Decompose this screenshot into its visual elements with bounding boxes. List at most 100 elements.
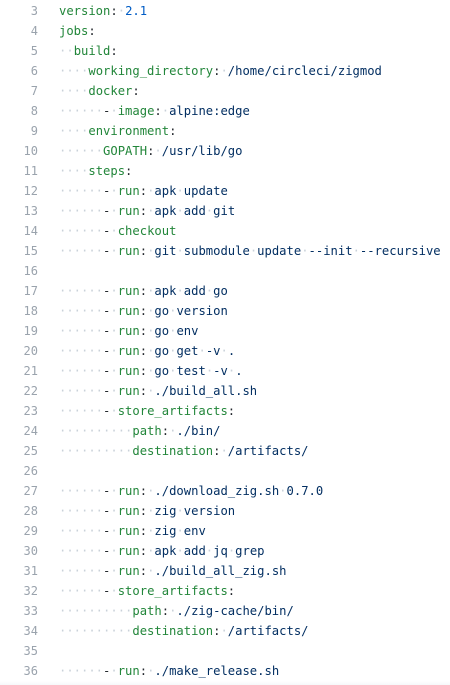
list-dash: - <box>103 344 111 358</box>
value-token: 2.1 <box>125 4 148 18</box>
indent-marker: ······ <box>59 404 104 418</box>
value-token: . <box>227 344 236 358</box>
yaml-key: run <box>117 244 140 258</box>
yaml-key: build <box>73 44 111 58</box>
yaml-key: store_artifacts <box>117 584 228 598</box>
code-line: 20······-·run:·go·get·-v·. <box>0 341 450 361</box>
line-number: 16 <box>23 264 38 278</box>
line-content: ··build: <box>59 41 118 61</box>
space-marker: · <box>176 544 184 558</box>
code-line: 29······-·run:·zig·env <box>0 521 450 541</box>
space-marker: · <box>147 564 155 578</box>
line-number: 4 <box>30 24 38 38</box>
yaml-key: run <box>117 364 140 378</box>
indent-marker: ······ <box>59 364 104 378</box>
space-marker: · <box>110 204 118 218</box>
yaml-key: run <box>117 664 140 678</box>
space-marker: · <box>169 424 177 438</box>
colon: : <box>139 384 148 398</box>
code-line: 9····environment: <box>0 121 450 141</box>
line-content: ····docker: <box>59 81 140 101</box>
yaml-value: go·get·-v·. <box>154 344 235 358</box>
line-content: ······-·run:·./build_all.sh <box>59 381 257 401</box>
list-dash: - <box>103 524 111 538</box>
line-content: ······-·run:·apk·add·go <box>59 281 228 301</box>
space-marker: · <box>147 344 155 358</box>
indent-marker: ······ <box>59 104 104 118</box>
space-marker: · <box>117 4 126 18</box>
space-marker: · <box>169 324 177 338</box>
line-content: ······-·run:·go·test·-v·. <box>59 361 243 381</box>
value-token: /artifacts/ <box>227 624 309 638</box>
line-content: ····environment: <box>59 121 176 141</box>
line-content: ····steps: <box>59 161 132 181</box>
value-token: go <box>154 324 170 338</box>
line-number: 13 <box>23 204 38 218</box>
line-number: 31 <box>23 564 38 578</box>
yaml-key: store_artifacts <box>117 404 228 418</box>
colon: : <box>154 104 162 118</box>
space-marker: · <box>110 584 118 598</box>
space-marker: · <box>154 144 162 158</box>
yaml-key: run <box>117 184 140 198</box>
line-content: ······-·store_artifacts: <box>59 581 235 601</box>
space-marker: · <box>169 304 177 318</box>
code-line: 30······-·run:·apk·add·jq·grep <box>0 541 450 561</box>
line-content: ······-·run:·./download_zig.sh·0.7.0 <box>59 481 323 501</box>
indent-marker: ······ <box>59 344 104 358</box>
space-marker: · <box>220 444 228 458</box>
value-token: git <box>213 204 236 218</box>
colon: : <box>88 24 96 38</box>
indent-marker: ······ <box>59 144 104 158</box>
code-line: 15······-·run:·git·submodule·update·--in… <box>0 241 450 261</box>
colon: : <box>132 84 140 98</box>
space-marker: · <box>147 304 155 318</box>
colon: : <box>227 404 236 418</box>
list-dash: - <box>103 564 111 578</box>
code-line: 32······-·store_artifacts: <box>0 581 450 601</box>
yaml-key: working_directory <box>88 64 214 78</box>
list-dash: - <box>103 484 111 498</box>
yaml-key: run <box>117 564 140 578</box>
yaml-value: apk·add·go <box>154 284 227 298</box>
yaml-key: GOPATH <box>103 144 148 158</box>
list-dash: - <box>103 224 111 238</box>
space-marker: · <box>147 364 155 378</box>
yaml-value: go·env <box>154 324 198 338</box>
value-token: env <box>176 324 199 338</box>
colon: : <box>169 124 177 138</box>
line-number: 12 <box>23 184 38 198</box>
indent-marker: ······ <box>59 564 104 578</box>
yaml-value: /artifacts/ <box>228 444 309 458</box>
yaml-value: zig·env <box>154 524 205 538</box>
indent-marker: ···· <box>59 84 89 98</box>
line-number: 11 <box>23 164 38 178</box>
line-number: 35 <box>23 644 38 658</box>
line-content: ······-·run:·apk·add·jq·grep <box>59 541 265 561</box>
indent-marker: ·· <box>59 44 74 58</box>
code-line: 11 ····steps: <box>0 161 450 181</box>
colon: : <box>139 664 148 678</box>
colon: : <box>139 244 148 258</box>
code-line: 19······-·run:·go·env <box>0 321 450 341</box>
yaml-value: apk·add·git <box>154 204 235 218</box>
space-marker: · <box>147 504 155 518</box>
yaml-value: checkout <box>118 224 177 238</box>
value-token: /usr/lib/go <box>161 144 243 158</box>
value-token: env <box>183 524 206 538</box>
code-line: 31······-·run:·./build_all_zig.sh <box>0 561 450 581</box>
value-token: ./zig-cache/bin/ <box>176 604 294 618</box>
list-dash: - <box>103 384 111 398</box>
yaml-key: run <box>117 484 140 498</box>
code-line: 16 <box>0 261 450 281</box>
colon: : <box>139 484 148 498</box>
space-marker: · <box>110 384 118 398</box>
line-content: ····working_directory:·/home/circleci/zi… <box>59 61 382 81</box>
code-line: 23······-·store_artifacts: <box>0 401 450 421</box>
value-token: -v <box>205 344 221 358</box>
yaml-key: run <box>117 304 140 318</box>
yaml-key: run <box>117 504 140 518</box>
line-content: version:·2.1 <box>59 1 147 21</box>
line-number: 7 <box>30 84 38 98</box>
